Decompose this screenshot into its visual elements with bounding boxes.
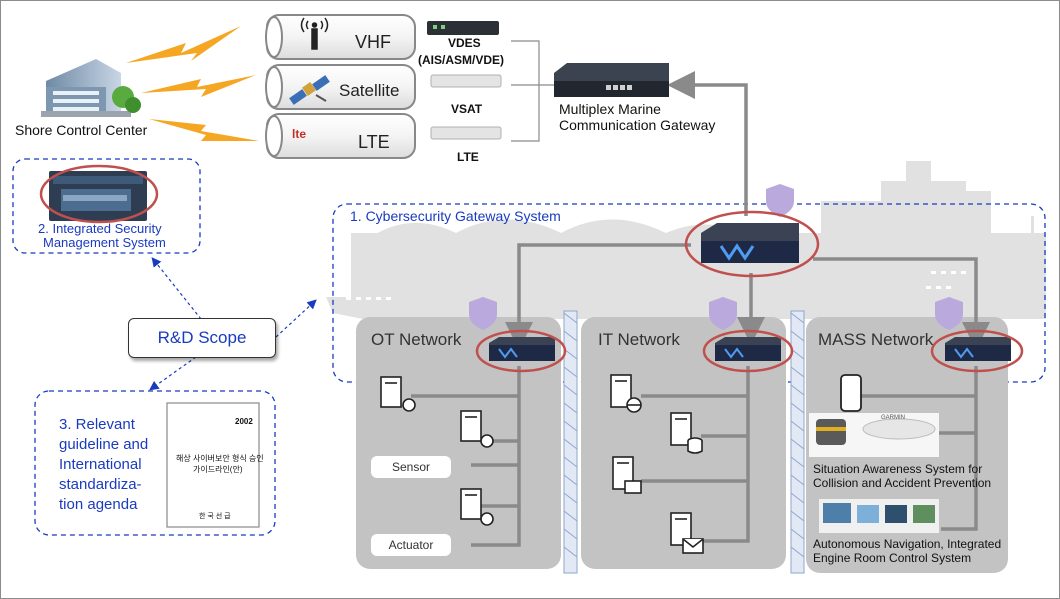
it-network-title: IT Network [598, 330, 680, 349]
it-mail-server-icon [670, 512, 704, 554]
actuator-tag: Actuator [371, 534, 451, 556]
ism-label-2: Management System [43, 235, 166, 250]
link-satellite-label: Satellite [339, 81, 400, 100]
it-gateway-appliance [715, 337, 781, 361]
link-tubes [265, 14, 416, 159]
shore-building [41, 59, 141, 117]
central-gateway-appliance [701, 223, 799, 263]
mass-network-title: MASS Network [818, 330, 934, 349]
device-vdes-sub-label: (AIS/ASM/VDE) [418, 53, 505, 67]
it-gateway-highlight [702, 329, 794, 373]
doc-year: 2002 [235, 417, 253, 426]
marine-gateway-device [554, 63, 669, 97]
shore-control-label: Shore Control Center [15, 122, 148, 138]
ism-highlight [39, 164, 159, 224]
device-vdes-label: VDES [448, 36, 481, 50]
autonomous-label-2: Engine Room Control System [813, 551, 972, 565]
mass-gateway-highlight [930, 329, 1024, 373]
guideline-line-4: standardiza- [59, 476, 142, 493]
guideline-scope-box [34, 390, 276, 536]
guideline-line-5: tion agenda [59, 496, 138, 513]
device-bracket [511, 40, 554, 142]
cybersecurity-label: 1. Cybersecurity Gateway System [350, 208, 561, 224]
guideline-document [166, 402, 260, 528]
link-vhf-label: VHF [355, 32, 391, 52]
ot-gateway-appliance [489, 337, 555, 361]
mass-device-icon [840, 374, 862, 412]
shield-icons [469, 184, 963, 330]
ism-dashboard-image [49, 171, 147, 221]
ship-silhouette [326, 161, 1046, 319]
situation-label-2: Collision and Accident Prevention [813, 476, 992, 490]
ot-controller-icon-1 [380, 376, 416, 412]
guideline-line-1: 3. Relevant [59, 416, 135, 433]
scope-arrows [149, 257, 317, 391]
link-lte-label: LTE [358, 132, 390, 152]
satellite-icon [289, 75, 330, 105]
autonomous-label-1: Autonomous Navigation, Integrated [813, 537, 1002, 551]
comm-devices [427, 21, 502, 140]
rd-scope-box: R&D Scope [128, 318, 276, 358]
sensor-tag: Sensor [371, 456, 451, 478]
gateway-label-2: Communication Gateway [559, 117, 716, 133]
ism-label-1: 2. Integrated Security [38, 221, 162, 236]
guideline-line-3: International [59, 456, 142, 473]
ot-controller-icon-3 [460, 488, 494, 526]
radar-equipment-image [809, 413, 939, 457]
doc-footer: 한 국 선 급 [199, 513, 231, 520]
device-vsat-label: VSAT [451, 102, 483, 116]
situation-label-1: Situation Awareness System for [813, 462, 983, 476]
it-file-server-icon [612, 456, 642, 494]
device-lte-label: LTE [457, 150, 479, 164]
doc-title-1: 해상 사이버보안 형식 승인 [176, 454, 264, 463]
garmin-brand: GARMIN [881, 415, 905, 421]
navigation-screens-image [819, 499, 939, 533]
ot-network-title: OT Network [371, 330, 462, 349]
doc-title-2: 가이드라인(안) [193, 465, 243, 474]
antenna-icon [300, 17, 329, 50]
mass-gateway-appliance [945, 337, 1011, 361]
it-database-server-icon [670, 412, 703, 454]
ism-scope-box [12, 158, 201, 254]
guideline-line-2: guideline and [59, 436, 149, 453]
lte-icon: lte [292, 127, 307, 141]
ot-controller-icon-2 [460, 410, 494, 448]
ot-gateway-highlight [475, 329, 567, 373]
wireless-bolts [126, 26, 259, 141]
separator-pillars [563, 310, 805, 574]
central-gateway-highlight [684, 210, 820, 278]
connection-lines [411, 71, 990, 547]
hull-portholes [346, 271, 966, 300]
gateway-label-1: Multiplex Marine [559, 101, 661, 117]
it-web-server-icon [610, 374, 642, 413]
